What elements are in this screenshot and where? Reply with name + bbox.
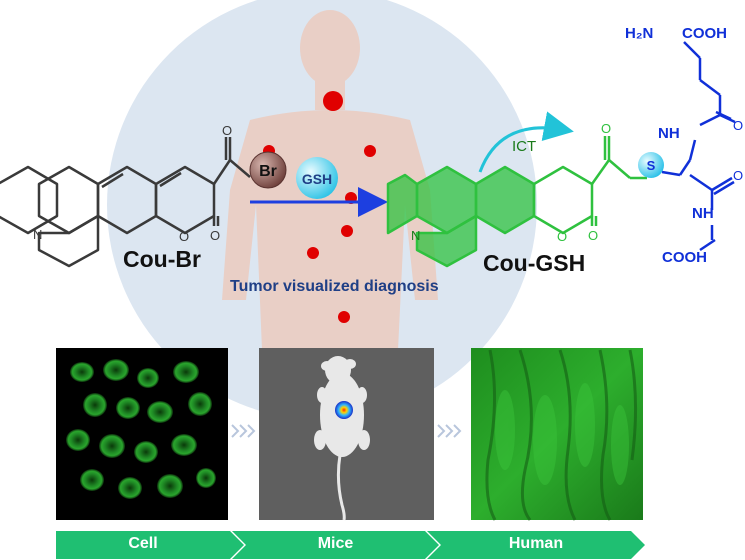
stage-arrows [56, 531, 645, 559]
stage-arrow-mice [232, 531, 439, 559]
glutathione-chain [661, 41, 736, 252]
cou-br-label: Cou-Br [123, 246, 201, 272]
cou-gsh-label: Cou-GSH [483, 250, 586, 276]
atom-label-o: O [222, 123, 232, 138]
tumor-dot [307, 247, 319, 259]
cou-gsh-coumarin [386, 165, 594, 268]
cooh-top-label: COOH [682, 25, 727, 42]
stage-arrow-human [427, 531, 645, 559]
atom-label-n: N [411, 228, 420, 243]
cell-image-panel [56, 348, 228, 520]
atom-label-o: O [733, 168, 743, 183]
br-label: Br [259, 163, 277, 180]
chevrons-1 [231, 424, 256, 438]
gsh-ball [296, 157, 338, 199]
tumor-dot [323, 91, 343, 111]
stage-label-cell: Cell [128, 535, 158, 552]
cou-gsh-bonds [590, 136, 647, 226]
stage-label-human: Human [508, 535, 564, 552]
nh-lower-label: NH [692, 205, 714, 222]
mouse-tumor-signal [335, 401, 353, 419]
cooh-bottom-label: COOH [662, 249, 707, 266]
gsh-label: GSH [302, 171, 332, 187]
human-tissue-image-panel [471, 348, 643, 521]
atom-label-o: O [179, 229, 189, 244]
atom-label-o: O [601, 121, 611, 136]
cell-fluorescence [66, 359, 216, 499]
atom-label-o: O [557, 229, 567, 244]
tissue-texture [485, 349, 638, 521]
s-ball [638, 152, 664, 178]
tumor-dot [338, 311, 350, 323]
mice-image-panel [259, 348, 434, 521]
br-ball [249, 151, 287, 189]
tumor-dot [341, 225, 353, 237]
atom-label-o: O [210, 228, 220, 243]
tumor-dot [364, 145, 376, 157]
atom-label-o: O [733, 118, 743, 133]
tumor-diagnosis-caption: Tumor visualized diagnosis [230, 278, 439, 295]
cou-br-molecule [0, 137, 251, 268]
atom-label-n: N [33, 227, 42, 242]
stage-label-mice: Mice [317, 535, 354, 552]
stage-arrow-cell [56, 531, 244, 559]
h2n-label: H₂N [625, 25, 653, 42]
ict-label: ICT [512, 138, 536, 155]
chevrons-2 [437, 424, 462, 438]
ict-arrow [478, 111, 574, 173]
s-label: S [647, 158, 656, 173]
atom-label-o: O [588, 228, 598, 243]
nh-upper-label: NH [658, 125, 680, 142]
